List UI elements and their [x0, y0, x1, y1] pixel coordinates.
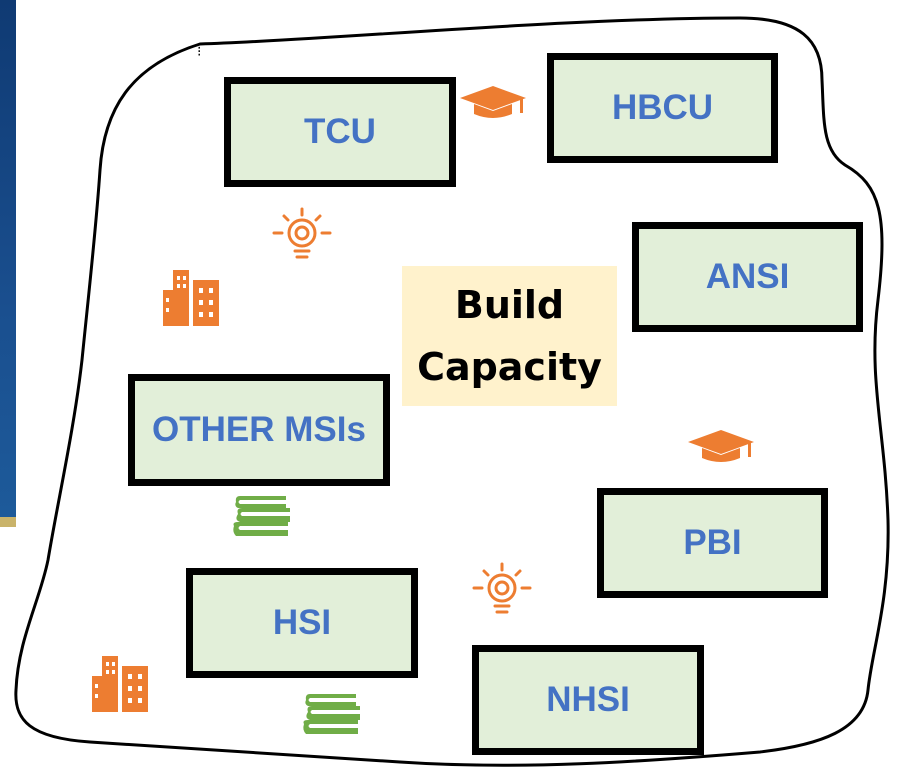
slide-edge-accent: [0, 517, 16, 527]
svg-text:⁝: ⁝: [197, 43, 201, 59]
box-ansi-label: ANSI: [705, 257, 790, 296]
graduation-cap-icon: [688, 430, 754, 462]
graduation-cap-icon: [460, 86, 526, 118]
center-line-2: Capacity: [417, 345, 602, 389]
box-hbcu: HBCU: [547, 53, 778, 163]
center-line-1: Build: [454, 283, 565, 327]
box-nhsi-label: NHSI: [546, 680, 630, 719]
box-hbcu-label: HBCU: [611, 88, 714, 127]
books-icon: [233, 496, 290, 536]
slide-edge-band: [0, 0, 16, 517]
box-pbi: PBI: [597, 488, 828, 598]
box-pbi-label: PBI: [683, 523, 742, 562]
center-label: Build Capacity: [402, 266, 617, 406]
box-tcu-label: TCU: [304, 112, 376, 151]
box-other-msis-label: OTHER MSIs: [152, 410, 366, 449]
box-hsi: HSI: [186, 568, 418, 678]
buildings-icon: [92, 656, 148, 712]
box-other-msis: OTHER MSIs: [128, 374, 390, 486]
box-ansi: ANSI: [632, 222, 863, 332]
lightbulb-icon: [272, 207, 332, 259]
books-icon: [303, 694, 360, 734]
lightbulb-icon: [472, 562, 532, 614]
box-nhsi: NHSI: [472, 645, 704, 755]
box-hsi-label: HSI: [272, 603, 332, 642]
buildings-icon: [163, 270, 219, 326]
box-tcu: TCU: [224, 77, 456, 187]
